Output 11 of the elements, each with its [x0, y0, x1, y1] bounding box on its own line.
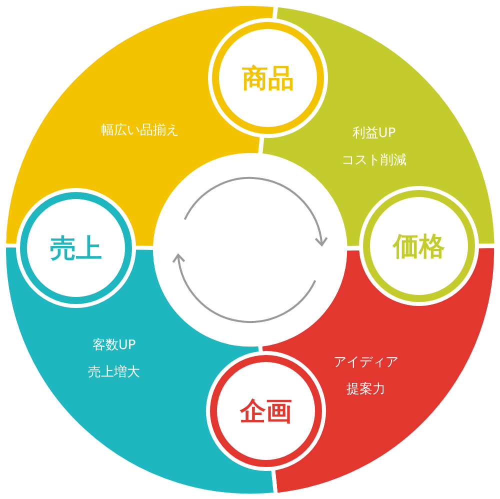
circle-title: 売上: [50, 232, 102, 266]
segment-text: コスト削減: [341, 152, 406, 169]
segment-text: 利益UP: [352, 124, 396, 142]
segment-text: アイディア: [333, 354, 398, 371]
segment-text: 客数UP: [92, 336, 136, 354]
segment-text: 売上増大: [88, 364, 140, 381]
segment-text: 幅広い品揃え: [100, 122, 179, 139]
circle-title: 価格: [393, 230, 445, 264]
circle-title: 商品: [242, 62, 294, 96]
segment-text: 提案力: [346, 380, 386, 398]
circle-title: 企画: [240, 396, 292, 428]
